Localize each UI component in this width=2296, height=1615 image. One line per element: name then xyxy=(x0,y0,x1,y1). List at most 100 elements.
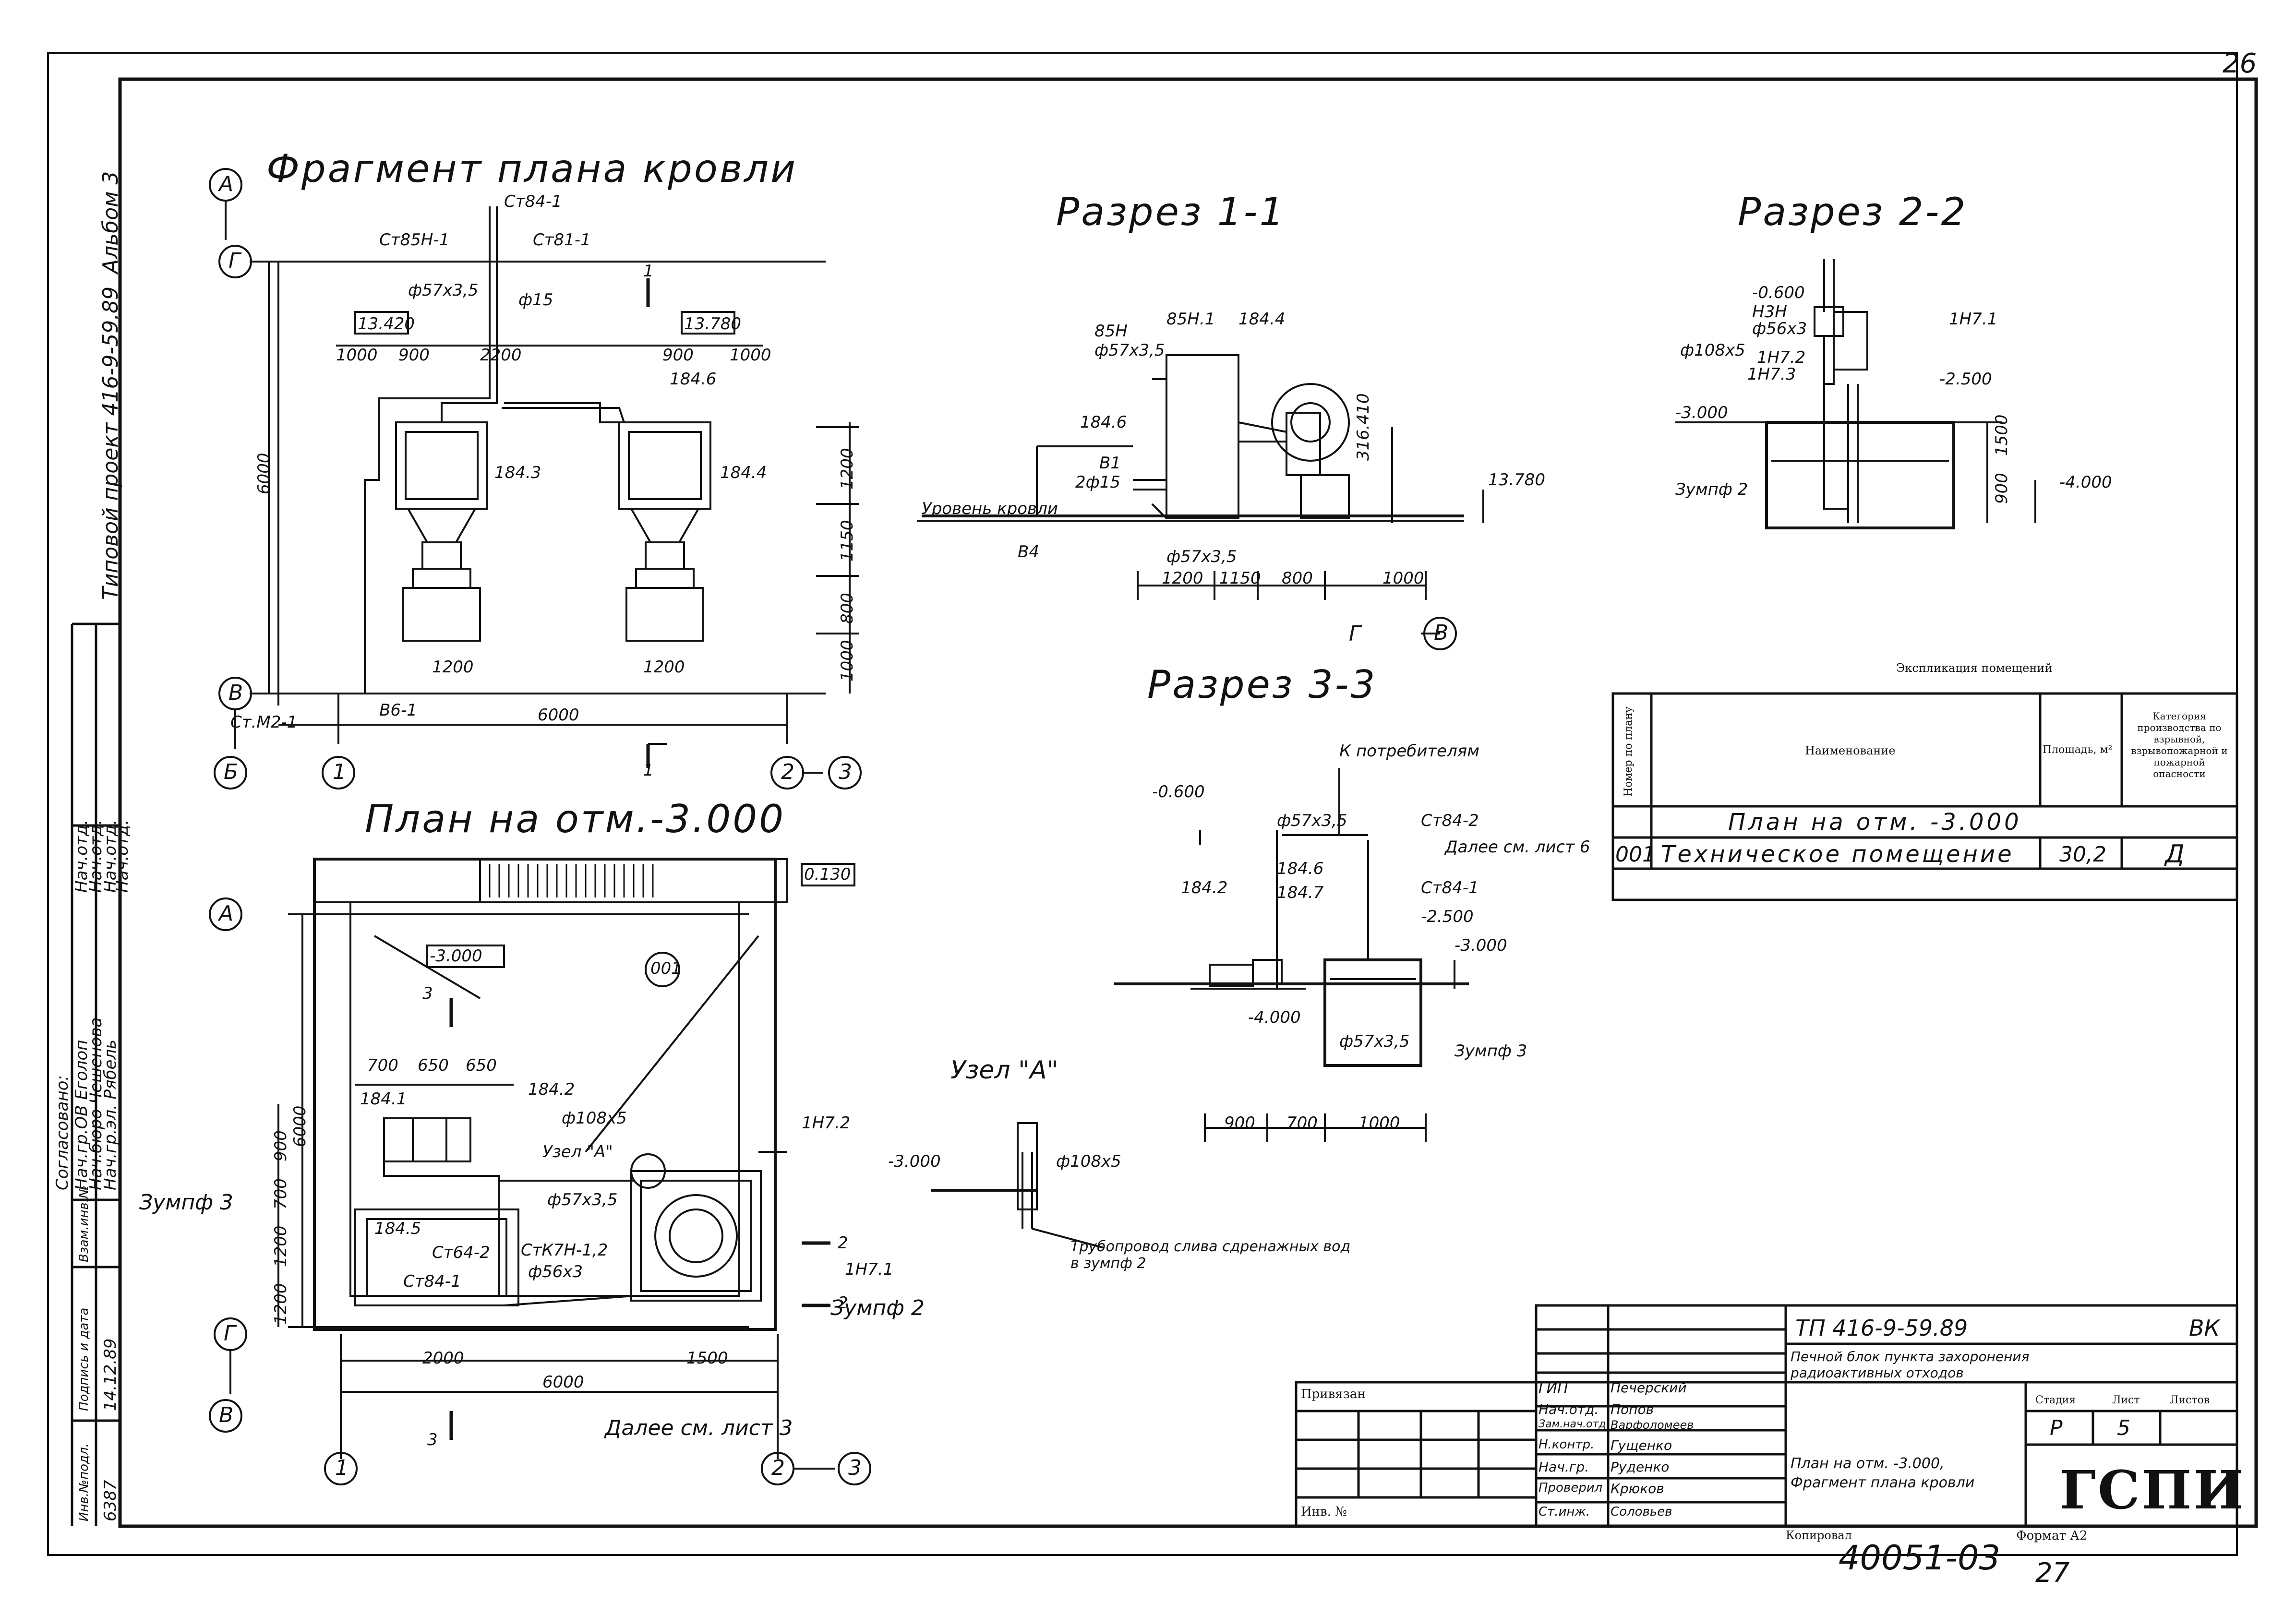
s33-st84-1: Ст84-1 xyxy=(1421,878,1479,897)
s22-dim-1: 1500 xyxy=(1992,414,2011,456)
s33-continued: Далее см. лист 6 xyxy=(1445,837,1590,857)
room-table-section: План на отм. -3.000 xyxy=(1728,809,2022,836)
tb-name-7: Соловьев xyxy=(1611,1505,1672,1519)
plan-unit-1n71: 1Н7.1 xyxy=(845,1260,894,1279)
roof-dim-top-3: 2200 xyxy=(480,346,522,365)
plan-dim-left-1: 1200 xyxy=(271,1283,290,1325)
room-table-header-name: Наименование xyxy=(1805,744,1896,757)
roof-dim-top-5: 1000 xyxy=(730,346,771,365)
s22-label-f56: ф56х3 xyxy=(1752,319,1807,338)
roof-dim-top-2: 900 xyxy=(398,346,430,365)
s22-unit-1n71: 1Н7.1 xyxy=(1949,310,1998,329)
tb-name-4: Гущенко xyxy=(1611,1437,1672,1453)
tb-role-1: ГИП xyxy=(1539,1380,1568,1397)
s11-label-85n1: 85Н.1 xyxy=(1166,310,1215,329)
roof-label-st85n1: Ст85Н-1 xyxy=(379,230,450,250)
tb-role-2: Нач.отд. xyxy=(1539,1401,1599,1417)
plan-label-sump3: Зумпф 3 xyxy=(139,1190,233,1215)
roof-unit-1846: 184.6 xyxy=(670,370,717,389)
roof-axis-g: Г xyxy=(228,249,240,273)
plan-elev-minus3: -3.000 xyxy=(430,946,482,966)
s22-elev-minus06: -0.600 xyxy=(1752,283,1805,302)
s22-unit-1n73: 1Н7.3 xyxy=(1747,365,1796,384)
roof-axis-1: 1 xyxy=(333,760,346,784)
s22-pipe-108: ф108х5 xyxy=(1680,341,1745,360)
roof-dim-bottom-2: 1200 xyxy=(643,658,685,677)
plan-unit-1841: 184.1 xyxy=(360,1089,407,1109)
s22-elev-minus25: -2.500 xyxy=(1939,370,1992,389)
tb-tied-label: Привязан xyxy=(1301,1387,1366,1401)
tb-role-4: Н.контр. xyxy=(1539,1437,1595,1452)
agreed-label: Согласовано: xyxy=(53,1075,72,1190)
tb-inv-label: Инв. № xyxy=(1301,1505,1347,1519)
roof-label-pipe57: ф57х3,5 xyxy=(408,281,479,300)
roof-fragment-title: Фрагмент плана кровли xyxy=(266,146,798,191)
roof-dim-right-1: 1200 xyxy=(838,448,857,490)
s33-dim-1: 900 xyxy=(1224,1113,1255,1133)
tb-archive-number: 40051-03 xyxy=(1839,1538,2001,1578)
s33-elev-minus25: -2.500 xyxy=(1421,907,1474,926)
tb-organization: ГСПИ xyxy=(2059,1459,2246,1521)
roof-axis-v: В xyxy=(228,681,243,705)
plan-dim-left-3: 700 xyxy=(271,1178,290,1209)
sign-date-label: Подпись и дата xyxy=(77,1307,91,1411)
tb-stage-value: Р xyxy=(2050,1416,2063,1440)
plan-dim-top-2: 650 xyxy=(418,1056,449,1075)
roof-unit-1844: 184.4 xyxy=(720,463,767,482)
album-label: Альбом 3 xyxy=(98,171,123,274)
roof-cut-bottom: 1 xyxy=(643,761,654,780)
tb-role-3: Зам.нач.отд. xyxy=(1539,1418,1610,1430)
replace-inv-label: Взам.инв.№ xyxy=(77,1185,91,1262)
plan-axis-1: 1 xyxy=(335,1456,349,1480)
s33-pipe57-top: ф57х3,5 xyxy=(1277,811,1347,830)
s11-axis-v: В xyxy=(1434,621,1449,645)
s11-pipe-left: ф57х3,5 xyxy=(1094,341,1165,360)
node-pipe-108: ф108х5 xyxy=(1056,1152,1121,1171)
roof-fragment-drawing xyxy=(209,168,862,790)
s33-unit-1846: 184.6 xyxy=(1277,859,1324,878)
s11-label-v4: В4 xyxy=(1018,542,1039,562)
tb-name-2: Попов xyxy=(1611,1401,1654,1417)
tb-sheet-header: Лист xyxy=(2112,1394,2140,1406)
inv-orig-label: Инв.№подл. xyxy=(77,1443,91,1521)
title-block-grid xyxy=(1295,1304,2238,1528)
roof-axis-2: 2 xyxy=(781,760,794,784)
s11-pipe-bottom: ф57х3,5 xyxy=(1166,547,1237,566)
s22-label-n3n: Н3Н xyxy=(1752,302,1787,322)
plan-cut3-bottom: 3 xyxy=(427,1430,438,1449)
s33-dim-2: 700 xyxy=(1286,1113,1318,1133)
tb-copied-label: Копировал xyxy=(1786,1529,1852,1542)
s11-unit-1844: 184.4 xyxy=(1238,310,1286,329)
s22-elev-minus3: -3.000 xyxy=(1675,403,1728,422)
node-elev-minus3: -3.000 xyxy=(888,1152,941,1171)
plan-axis-a: А xyxy=(219,901,234,926)
s33-unit-1847: 184.7 xyxy=(1277,883,1324,902)
s33-elev-minus06: -0.600 xyxy=(1152,782,1205,802)
section-22-title: Разрез 2-2 xyxy=(1738,190,1968,234)
plan-dim-top-3: 650 xyxy=(466,1056,497,1075)
plan-label-st84-1: Ст84-1 xyxy=(403,1272,461,1291)
s33-unit-1842: 184.2 xyxy=(1181,878,1228,897)
room-row-name: Техническое помещение xyxy=(1661,841,2014,868)
s11-label-85n: 85Н xyxy=(1094,322,1128,341)
room-table-header-category: Категория производства по взрывной, взры… xyxy=(2131,710,2228,779)
tb-drawing-name: План на отм. -3.000, Фрагмент плана кров… xyxy=(1791,1455,1975,1491)
roof-elev-13420: 13.420 xyxy=(358,314,415,334)
roof-dim-right-3: 800 xyxy=(838,593,857,624)
plan-label-pipe57: ф57х3,5 xyxy=(547,1190,618,1209)
node-drain-note: Трубопровод слива сдренажных вод в зумпф… xyxy=(1070,1238,1351,1272)
s22-unit-1n72: 1Н7.2 xyxy=(1757,348,1806,367)
plan-dim-bottom-2: 1500 xyxy=(686,1349,728,1368)
roof-dim-right-4: 1000 xyxy=(838,640,857,682)
room-table-title: Экспликация помещений xyxy=(1896,661,2053,675)
tb-sheet-value: 5 xyxy=(2117,1416,2130,1440)
plan-minus3-title: План на отм.-3.000 xyxy=(365,797,786,841)
s11-dim-3: 800 xyxy=(1282,569,1313,588)
plan-axis-g: Г xyxy=(224,1321,236,1346)
roof-label-v6-1: В6-1 xyxy=(379,701,417,720)
s22-sump2: Зумпф 2 xyxy=(1675,480,1748,499)
s11-label-2f15: 2ф15 xyxy=(1075,473,1120,492)
section-22-drawing xyxy=(1675,259,2036,529)
